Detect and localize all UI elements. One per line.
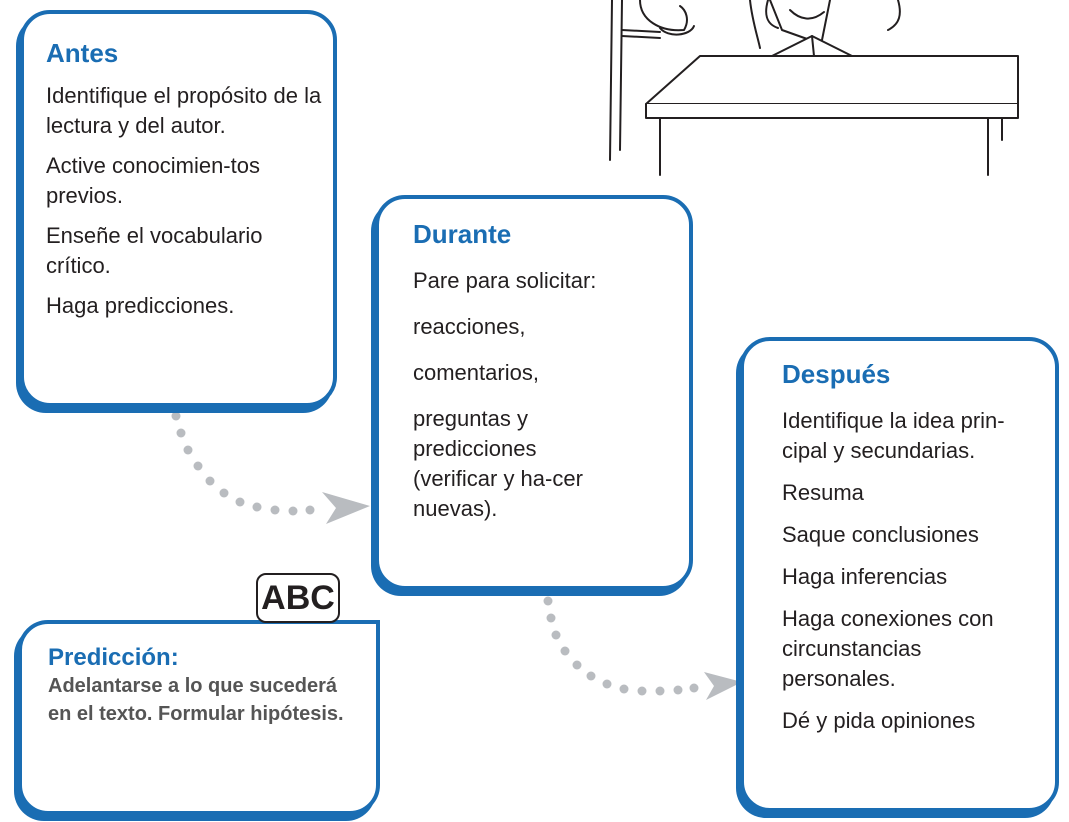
antes-item: Haga predicciones. — [46, 293, 235, 318]
antes-title: Antes — [46, 38, 119, 68]
despues-item: Dé y pida opiniones — [782, 708, 976, 733]
prediccion-title: Predicción: — [48, 644, 179, 671]
despues-item: Identifique la idea prin-cipal y secunda… — [782, 408, 1005, 463]
despues-title: Después — [782, 359, 891, 389]
durante-item: Pare para solicitar: — [413, 268, 597, 293]
prediccion-text: Adelantarse a lo que sucederá en el text… — [48, 675, 344, 725]
durante-item: reacciones, — [413, 314, 526, 339]
speech-bubble: ABC — [256, 573, 340, 623]
antes-item: Identifique el propósito de la lectura y… — [46, 83, 322, 138]
despues-item: Haga inferencias — [782, 564, 948, 589]
antes-item: Active conocimien-tos previos. — [46, 153, 260, 208]
durante-item: predicciones (verificar y ha-cer nuevas)… — [413, 436, 583, 521]
despues-item: Saque conclusiones — [782, 522, 979, 547]
card-prediccion: Predicción: Adelantarse a lo que suceder… — [18, 620, 380, 815]
dotted-arrow-icon — [171, 411, 370, 524]
card-antes: Antes Identifique el propósito de la lec… — [20, 10, 337, 407]
card-durante: Durante Pare para solicitar: reacciones,… — [375, 195, 693, 590]
durante-item: comentarios, — [413, 360, 539, 385]
durante-item: preguntas y — [413, 406, 528, 431]
despues-item: Resuma — [782, 480, 864, 505]
durante-title: Durante — [413, 219, 512, 249]
dotted-arrow-icon — [543, 596, 742, 700]
card-despues: Después Identifique la idea prin-cipal y… — [740, 337, 1059, 812]
reader-illustration — [609, 0, 1019, 176]
antes-item: Enseñe el vocabulario crítico. — [46, 223, 263, 278]
despues-item: Haga conexiones con circunstancias perso… — [782, 606, 994, 691]
